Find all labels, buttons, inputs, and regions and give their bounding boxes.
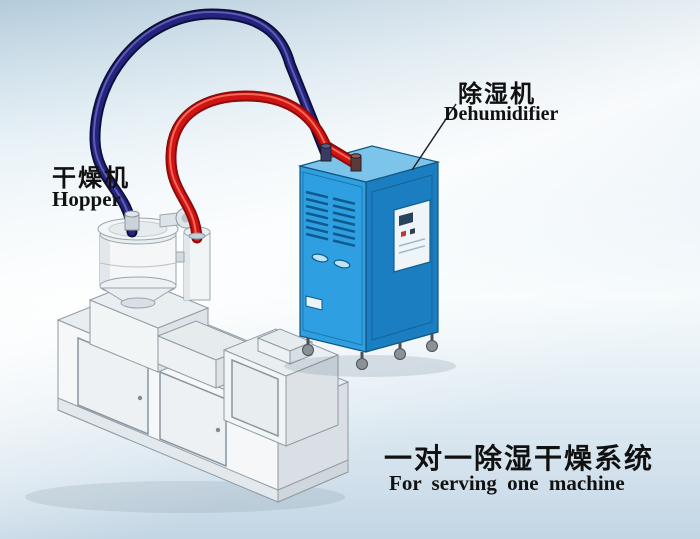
hopper-dryer — [97, 217, 179, 309]
hopper-lid-fitting-top — [124, 210, 140, 218]
caption-en: For serving one machine — [389, 471, 625, 495]
cabinet-top-face — [297, 145, 441, 183]
return-pipe-highlight — [92, 11, 326, 231]
gearbox-door — [231, 358, 279, 438]
cabinet-side-seam — [371, 174, 433, 341]
panel-display — [399, 212, 413, 226]
panel-line — [398, 245, 426, 254]
door-handle — [215, 427, 221, 433]
cabinet-front-seam — [302, 171, 363, 346]
dehumidifier-cabinet — [284, 145, 456, 377]
gearbox-side — [285, 354, 339, 447]
supply-pipe-highlight — [168, 93, 356, 237]
extruder-base-skirt-end — [277, 459, 349, 503]
casters — [302, 334, 438, 370]
cabinet-fitting-blue-top — [320, 143, 332, 149]
hopper-label-cn: 干燥机 — [52, 165, 130, 192]
control-panel — [393, 199, 431, 273]
dehumidifier-label-cn: 除湿机 — [458, 81, 536, 108]
panel-button-red — [401, 230, 406, 237]
blower-collar — [188, 232, 206, 240]
return-pipe-blue — [89, 8, 332, 238]
hopper-flange — [120, 297, 156, 309]
caption-cn: 一对一除湿干燥系统 — [384, 443, 655, 474]
blower-body-shade — [184, 232, 190, 300]
pipe-fittings — [124, 143, 362, 240]
panel-line — [398, 238, 426, 247]
panel-button-dark — [410, 228, 415, 235]
dehumidifier-leader-line — [411, 103, 457, 171]
hopper-body-shade — [100, 234, 110, 286]
hopper-label-en: Hopper — [52, 187, 121, 211]
hopper-seam — [99, 262, 177, 268]
cabinet-shadow — [284, 355, 456, 377]
extruder-door-right — [159, 370, 227, 468]
dehumidifier-label-en: Dehumidifier — [444, 103, 559, 125]
blower-bracket — [175, 251, 185, 263]
cabinet-fitting-red-top — [350, 153, 362, 159]
supply-pipe-red — [165, 90, 362, 244]
front-nameplate — [305, 295, 323, 311]
front-gauge — [311, 253, 329, 263]
vent-grid — [305, 190, 356, 248]
front-gauge — [333, 259, 351, 269]
extruder-machine — [25, 279, 350, 513]
door-handle — [137, 395, 143, 401]
